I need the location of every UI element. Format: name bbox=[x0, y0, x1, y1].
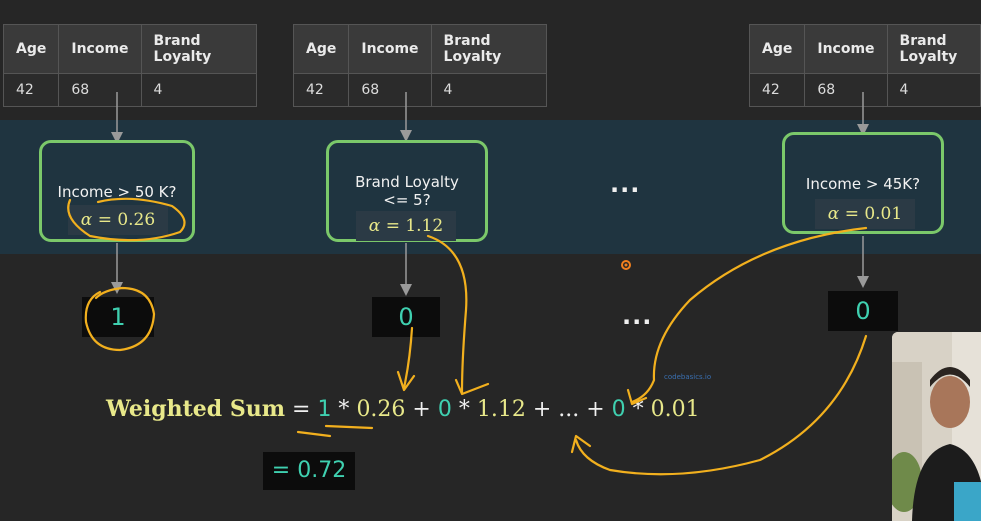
stump-1-question: Income > 50 K? bbox=[57, 183, 177, 201]
stump-2-output: 0 bbox=[372, 297, 440, 337]
annotation-arrowhead-output3 bbox=[570, 434, 592, 454]
sample-table-2: Age Income Brand Loyalty 42 68 4 bbox=[293, 24, 547, 107]
cursor-marker bbox=[621, 260, 631, 270]
term1-mul: * bbox=[331, 397, 357, 422]
term2-mul: * bbox=[451, 397, 477, 422]
stump-3-output: 0 bbox=[828, 291, 898, 331]
stump-2-question-line1: Brand Loyalty bbox=[355, 173, 459, 191]
weighted-sum-result: = 0.72 bbox=[263, 452, 355, 490]
weighted-sum-formula: Weighted Sum = 1 * 0.26 + 0 * 1.12 + ...… bbox=[106, 396, 700, 422]
plus-op: + bbox=[405, 397, 438, 422]
header-age: Age bbox=[293, 24, 350, 74]
watermark: codebasics.io bbox=[664, 373, 712, 381]
formula-mid: + ... + bbox=[525, 397, 612, 422]
stump-3-question: Income > 45K? bbox=[805, 175, 921, 193]
annotation-underline-term1-weight bbox=[324, 424, 374, 430]
cell-income: 68 bbox=[804, 73, 888, 107]
formula-eq: = bbox=[285, 397, 318, 422]
stump-1: Income > 50 K? α = 0.26 bbox=[39, 140, 195, 242]
cell-income: 68 bbox=[348, 73, 432, 107]
annotation-arrowhead-output2 bbox=[396, 370, 416, 392]
ellipsis-outputs: ... bbox=[622, 302, 653, 330]
header-age: Age bbox=[3, 24, 60, 74]
stump-2-alpha: α = 1.12 bbox=[356, 211, 456, 241]
alpha-symbol: α bbox=[368, 216, 381, 236]
annotation-arrow-output2 bbox=[402, 326, 414, 390]
annotation-underline-term1-binary bbox=[296, 430, 332, 438]
term2-weight: 1.12 bbox=[476, 397, 526, 422]
alpha-symbol: α bbox=[827, 204, 840, 224]
sample-table-1: Age Income Brand Loyalty 42 68 4 bbox=[3, 24, 257, 107]
cell-income: 68 bbox=[58, 73, 142, 107]
presenter-webcam bbox=[892, 332, 981, 521]
stump-3: Income > 45K? α = 0.01 bbox=[782, 132, 944, 234]
alpha-value: = 0.26 bbox=[97, 210, 156, 230]
annotation-arrowhead-alpha2 bbox=[454, 378, 490, 396]
alpha-value: = 0.01 bbox=[844, 204, 903, 224]
stump-2: Brand Loyalty <= 5? α = 1.12 bbox=[326, 140, 488, 242]
header-age: Age bbox=[749, 24, 806, 74]
term2-binary: 0 bbox=[437, 397, 452, 422]
cell-brand-loyalty: 4 bbox=[431, 73, 547, 107]
term3-mul: * bbox=[625, 397, 651, 422]
stump-2-question-line2: <= 5? bbox=[383, 191, 431, 209]
stump-3-alpha: α = 0.01 bbox=[815, 199, 915, 229]
term3-binary: 0 bbox=[611, 397, 626, 422]
term1-weight: 0.26 bbox=[356, 397, 406, 422]
ellipsis-stumps: ... bbox=[610, 170, 641, 198]
cell-age: 42 bbox=[293, 73, 350, 107]
cell-age: 42 bbox=[3, 73, 60, 107]
alpha-symbol: α bbox=[80, 210, 93, 230]
header-brand-loyalty: Brand Loyalty bbox=[887, 24, 981, 74]
header-brand-loyalty: Brand Loyalty bbox=[141, 24, 257, 74]
presenter-image bbox=[892, 332, 981, 521]
stump-1-alpha: α = 0.26 bbox=[68, 205, 168, 235]
sample-table-3: Age Income Brand Loyalty 42 68 4 bbox=[749, 24, 981, 107]
cell-age: 42 bbox=[749, 73, 806, 107]
header-income: Income bbox=[348, 24, 432, 74]
alpha-value: = 1.12 bbox=[385, 216, 444, 236]
header-income: Income bbox=[58, 24, 142, 74]
formula-label: Weighted Sum bbox=[106, 396, 286, 422]
header-income: Income bbox=[804, 24, 888, 74]
cell-brand-loyalty: 4 bbox=[887, 73, 981, 107]
term1-binary: 1 bbox=[317, 397, 332, 422]
cell-brand-loyalty: 4 bbox=[141, 73, 257, 107]
term3-weight: 0.01 bbox=[650, 397, 700, 422]
header-brand-loyalty: Brand Loyalty bbox=[431, 24, 547, 74]
stump-1-output: 1 bbox=[82, 297, 154, 337]
